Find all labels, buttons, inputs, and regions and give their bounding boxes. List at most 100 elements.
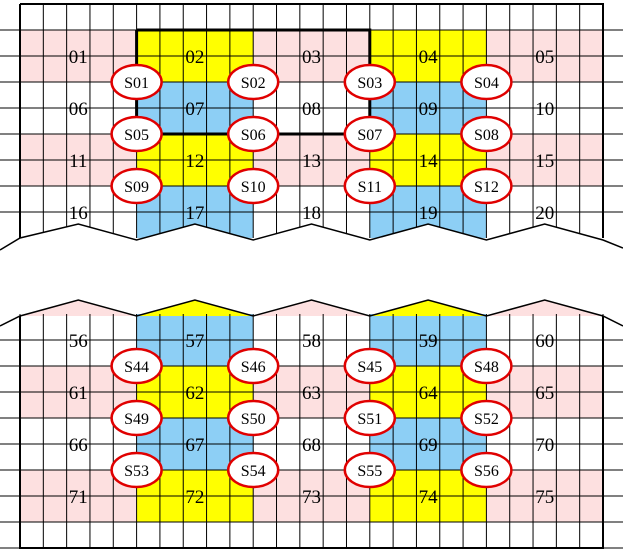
cell-label: 02 — [185, 47, 204, 68]
seat-label: S46 — [241, 359, 266, 376]
seat-marker — [110, 451, 163, 489]
cell-label: 60 — [535, 331, 554, 352]
seat-marker — [343, 167, 397, 205]
seat-label: S10 — [241, 179, 266, 196]
seat-marker — [226, 451, 280, 489]
seat-marker — [460, 167, 513, 205]
seat-marker — [226, 63, 280, 101]
cell-label: 18 — [302, 203, 321, 224]
seat-marker — [226, 347, 280, 385]
cell-label: 12 — [185, 151, 204, 172]
cell-label: 74 — [419, 487, 439, 508]
cell-label: 14 — [419, 151, 439, 172]
seat-marker — [226, 399, 280, 437]
seat-marker — [460, 63, 513, 101]
cell-label: 66 — [69, 435, 88, 456]
cell-label: 06 — [69, 99, 88, 120]
cell-label: 07 — [185, 99, 204, 120]
cell-label: 64 — [419, 383, 439, 404]
cell-label: 10 — [535, 99, 554, 120]
seat-label: S06 — [241, 127, 266, 144]
seat-label: S56 — [474, 463, 499, 480]
cell-label: 17 — [185, 203, 204, 224]
cell-label: 62 — [185, 383, 204, 404]
cell-label: 04 — [419, 47, 439, 68]
seat-label: S52 — [474, 411, 499, 428]
peak-fill — [253, 300, 370, 316]
seat-marker — [460, 451, 513, 489]
seat-marker — [110, 115, 163, 153]
seat-marker — [110, 63, 163, 101]
seat-marker — [343, 115, 397, 153]
cell-label: 70 — [535, 435, 554, 456]
seat-label: S12 — [474, 179, 499, 196]
panel-frame — [20, 3, 604, 238]
seat-label: S08 — [474, 127, 499, 144]
seat-label: S48 — [474, 359, 499, 376]
cell-label: 19 — [419, 203, 438, 224]
seat-marker — [110, 167, 163, 205]
peak-fill — [486, 300, 603, 316]
seat-marker — [460, 399, 513, 437]
jagged-edge — [0, 223, 623, 251]
cell-label: 63 — [302, 383, 321, 404]
cell-label-layer: 01 02 03 04 05 06 07 08 09 10 11 12 13 14 15 16 17 18 19 20… — [69, 47, 554, 508]
cell-label: 11 — [69, 151, 87, 172]
cell-label: 72 — [185, 487, 204, 508]
seat-label: S44 — [124, 359, 149, 376]
cell-label: 71 — [69, 487, 88, 508]
cell-label: 03 — [302, 47, 321, 68]
seat-label: S55 — [357, 463, 382, 480]
seat-label: S45 — [357, 359, 382, 376]
seat-label: S04 — [474, 75, 499, 92]
seat-label: S02 — [241, 75, 266, 92]
seat-label: S07 — [357, 127, 382, 144]
cell-label: 13 — [302, 151, 321, 172]
peak-fill — [20, 300, 137, 316]
cell-label: 61 — [69, 383, 88, 404]
cell-label: 59 — [419, 331, 438, 352]
seat-marker — [226, 167, 280, 205]
seat-marker — [343, 451, 397, 489]
cell-label: 09 — [419, 99, 438, 120]
cell-label: 20 — [535, 203, 554, 224]
seat-label: S05 — [124, 127, 149, 144]
cell-label: 67 — [185, 435, 204, 456]
seat-marker — [110, 347, 163, 385]
jagged-mask — [0, 224, 623, 260]
cell-label: 73 — [302, 487, 321, 508]
cell-label: 16 — [69, 203, 88, 224]
seat-marker — [226, 115, 280, 153]
seat-label: S54 — [241, 463, 266, 480]
cell-label: 05 — [535, 47, 554, 68]
panel-frame — [19, 316, 604, 549]
cell-label: 69 — [419, 435, 438, 456]
cell-label: 75 — [535, 487, 554, 508]
peak-fill — [136, 300, 254, 316]
jagged-edge — [0, 299, 623, 327]
cell-label: 08 — [302, 99, 321, 120]
seat-label: S50 — [241, 411, 266, 428]
seat-label: S01 — [124, 75, 149, 92]
seat-marker — [460, 347, 513, 385]
seat-label: S53 — [124, 463, 149, 480]
cell-label: 57 — [185, 331, 204, 352]
cell-label: 01 — [69, 47, 88, 68]
seat-label: S03 — [357, 75, 382, 92]
cell-label: 68 — [302, 435, 321, 456]
cell-label: 58 — [302, 331, 321, 352]
seat-marker — [343, 399, 397, 437]
seat-label: S09 — [124, 179, 149, 196]
seat-label: S49 — [124, 411, 149, 428]
seat-marker — [110, 399, 163, 437]
seat-marker — [460, 115, 513, 153]
cell-label: 65 — [535, 383, 554, 404]
seat-label: S11 — [358, 179, 382, 196]
peak-fill — [369, 300, 487, 316]
seat-marker — [343, 63, 397, 101]
cell-label: 15 — [535, 151, 554, 172]
seat-marker — [343, 347, 397, 385]
seat-label: S51 — [357, 411, 382, 428]
